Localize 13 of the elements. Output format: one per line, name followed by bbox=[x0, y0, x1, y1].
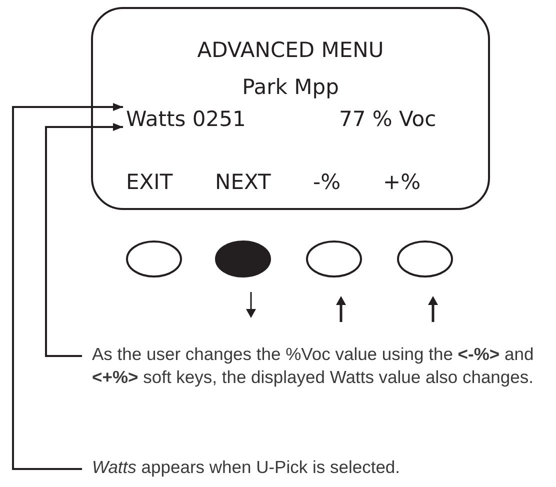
soft-key-label: EXIT bbox=[126, 171, 173, 194]
leader-line bbox=[45, 123, 123, 357]
display-value: 77 % Voc bbox=[339, 108, 436, 132]
soft-key-label: -% bbox=[313, 171, 341, 194]
soft-key-label: NEXT bbox=[215, 171, 271, 194]
display-value: Watts 0251 bbox=[126, 108, 246, 132]
soft-key-label: +% bbox=[383, 171, 421, 194]
note-text: As the user changes the %Voc value using the <-%> and <+%> soft keys, the displayed Watts value also changes. bbox=[92, 343, 537, 388]
menu-title: ADVANCED MENU bbox=[196, 39, 385, 62]
menu-subtitle: Park Mpp bbox=[241, 76, 340, 100]
display-screen bbox=[91, 7, 490, 210]
leader-line bbox=[12, 103, 123, 470]
note-text: Watts appears when U-Pick is selected. bbox=[92, 456, 554, 479]
